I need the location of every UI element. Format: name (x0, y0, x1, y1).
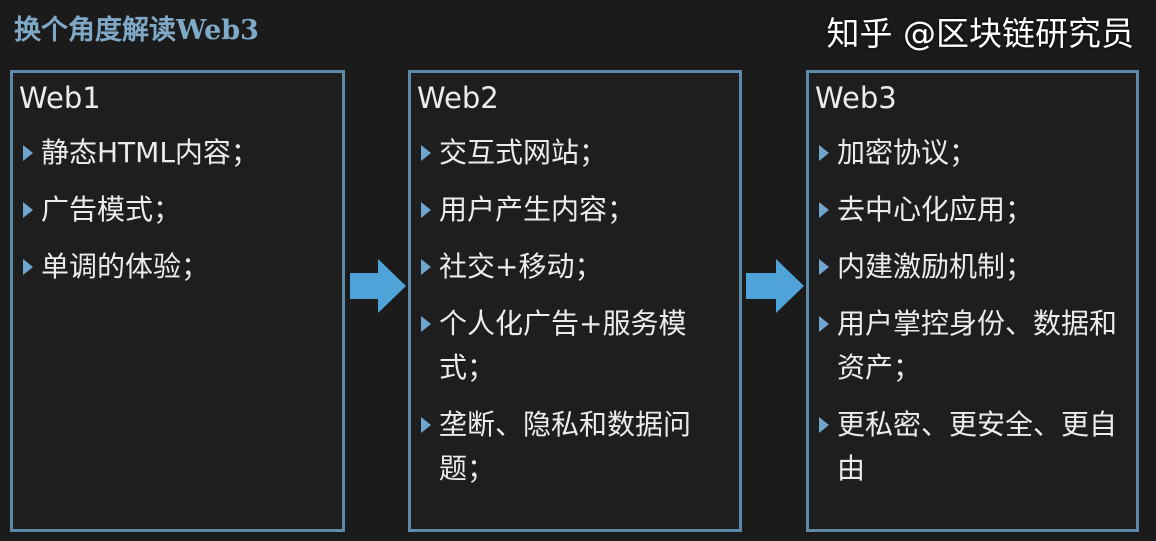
list-item: 单调的体验； (19, 245, 336, 289)
list-item: 加密协议； (815, 131, 1130, 175)
bullet-icon (421, 417, 431, 433)
web2-box: Web2 交互式网站； 用户产生内容； 社交+移动； 个人化广告+服务模式； 垄… (408, 70, 742, 532)
bullet-icon (23, 259, 33, 275)
bullet-icon (819, 202, 829, 218)
bullet-icon (23, 202, 33, 218)
bullet-icon (819, 417, 829, 433)
web3-heading: Web3 (815, 81, 897, 115)
web1-heading: Web1 (19, 81, 101, 115)
list-item: 用户掌控身份、数据和资产； (815, 302, 1130, 390)
list-item: 个人化广告+服务模式； (417, 302, 733, 390)
bullet-icon (23, 145, 33, 161)
watermark: 知乎 @区块链研究员 (826, 14, 1135, 53)
list-item: 用户产生内容； (417, 188, 733, 232)
web2-heading: Web2 (417, 81, 499, 115)
web1-box: Web1 静态HTML内容； 广告模式； 单调的体验； (10, 70, 345, 532)
bullet-icon (421, 145, 431, 161)
bullet-icon (421, 259, 431, 275)
list-item: 社交+移动； (417, 245, 733, 289)
bullet-icon (819, 259, 829, 275)
list-item: 静态HTML内容； (19, 131, 336, 175)
list-item: 更私密、更安全、更自由 (815, 403, 1130, 491)
list-item: 广告模式； (19, 188, 336, 232)
list-item: 交互式网站； (417, 131, 733, 175)
slide-title: 换个角度解读Web3 (14, 15, 259, 46)
arrow-right-icon (746, 259, 804, 313)
web3-box: Web3 加密协议； 去中心化应用； 内建激励机制； 用户掌控身份、数据和资产；… (806, 70, 1139, 532)
bullet-icon (819, 316, 829, 332)
list-item: 去中心化应用； (815, 188, 1130, 232)
bullet-icon (421, 202, 431, 218)
arrow-right-icon (350, 259, 406, 313)
bullet-icon (421, 316, 431, 332)
bullet-icon (819, 145, 829, 161)
list-item: 垄断、隐私和数据问题； (417, 403, 733, 491)
list-item: 内建激励机制； (815, 245, 1130, 289)
